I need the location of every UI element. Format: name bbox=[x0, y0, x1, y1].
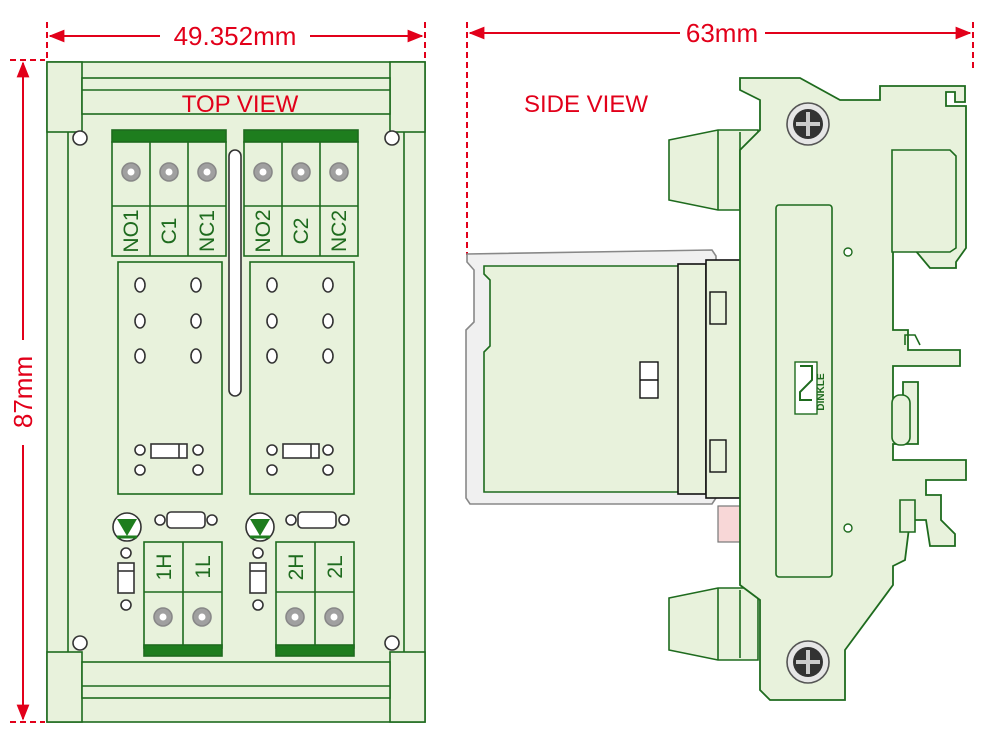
input1-terminal-labels: 1H 1L bbox=[153, 554, 215, 581]
input1-terminal-block bbox=[143, 541, 223, 657]
relay2-terminal-labels: NO2 C2 NC2 bbox=[252, 209, 351, 252]
relay2-body bbox=[249, 261, 355, 495]
terminal-label-nc1: NC1 bbox=[196, 210, 219, 252]
terminal-label-2l: 2L bbox=[324, 555, 347, 578]
dinkle-logo: DINKLE bbox=[794, 361, 827, 415]
side-view-label: SIDE VIEW bbox=[524, 91, 648, 118]
terminal-label-1l: 1L bbox=[192, 555, 215, 578]
relay1-terminal-block bbox=[111, 129, 227, 257]
led1-indicator bbox=[112, 511, 218, 611]
relay1-body bbox=[117, 261, 223, 495]
brand-label: DINKLE bbox=[816, 373, 827, 411]
height-label: 87mm bbox=[8, 356, 38, 428]
width-dimension: 49.352mm bbox=[46, 21, 426, 60]
height-dimension: 87mm bbox=[8, 59, 45, 723]
terminal-label-2h: 2H bbox=[285, 554, 308, 581]
depth-dimension: 63mm bbox=[466, 18, 974, 255]
input2-terminal-block bbox=[275, 541, 355, 657]
side-bottom-terminal bbox=[668, 587, 759, 661]
terminal-label-nc2: NC2 bbox=[328, 210, 351, 252]
side-view: DINKLE bbox=[465, 77, 967, 701]
bottom-screw-icon bbox=[786, 640, 830, 684]
terminal-label-1h: 1H bbox=[153, 554, 176, 581]
terminal-label-no2: NO2 bbox=[252, 209, 275, 252]
top-screw-icon bbox=[786, 102, 830, 146]
terminal-label-c1: C1 bbox=[158, 218, 181, 245]
input2-terminal-labels: 2H 2L bbox=[285, 554, 347, 581]
top-view bbox=[46, 61, 426, 723]
terminal-label-no1: NO1 bbox=[120, 209, 143, 252]
led2-indicator bbox=[245, 511, 350, 611]
top-view-label: TOP VIEW bbox=[182, 91, 299, 118]
width-label: 49.352mm bbox=[174, 21, 297, 51]
depth-label: 63mm bbox=[686, 18, 758, 48]
relay1-terminal-labels: NO1 C1 NC1 bbox=[120, 209, 219, 252]
terminal-label-c2: C2 bbox=[290, 218, 313, 245]
relay2-terminal-block bbox=[243, 129, 359, 257]
side-relay-body bbox=[465, 249, 759, 576]
